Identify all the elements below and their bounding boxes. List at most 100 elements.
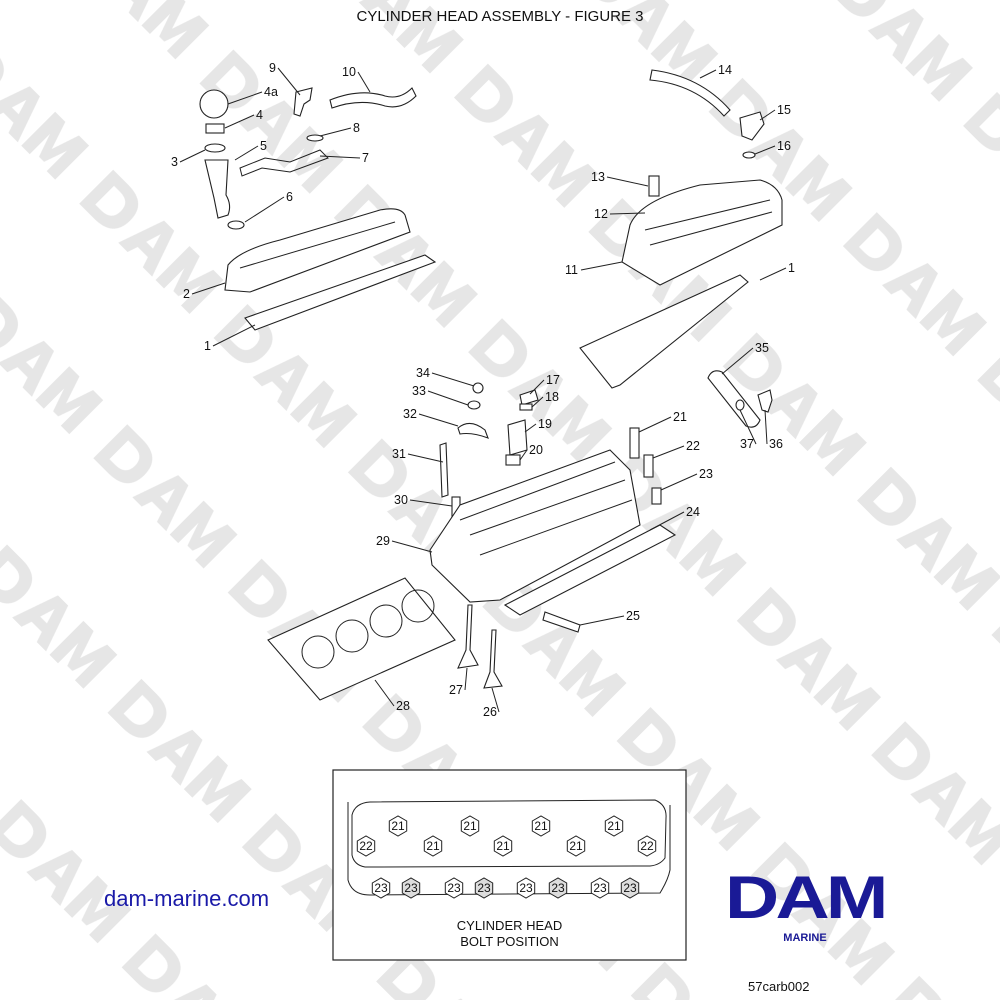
leader-line [759,109,776,121]
callout-4: 4 [224,108,263,129]
callout-7: 7 [319,151,369,165]
dam-marine-logo: DAM MARINE [712,868,898,945]
leader-line [754,145,776,155]
callout-4a: 4a [227,85,278,105]
bolt-hex-23: 23 [401,877,421,899]
callout-23: 23 [660,467,713,491]
callout-number: 18 [545,390,559,404]
bolt-number: 21 [463,819,477,833]
spring-19 [507,419,528,456]
bolt-13 [648,175,660,197]
callout-15: 15 [759,103,791,121]
callout-number: 36 [769,437,783,451]
valve-26 [483,629,503,689]
callout-9: 9 [269,61,301,96]
washer-37 [735,399,745,411]
callout-number: 27 [449,683,463,697]
bolt-hex-23: 23 [516,877,536,899]
leader-line [529,379,545,395]
callout-number: 19 [538,417,552,431]
bolt-22 [643,454,654,478]
bolt-hex-21: 21 [566,835,586,857]
callout-number: 4 [256,108,263,122]
callout-6: 6 [244,190,293,223]
hose-10 [329,87,417,109]
stud-36 [757,389,773,413]
leader-line [579,615,625,626]
callout-number: 20 [529,443,543,457]
callout-34: 34 [416,366,475,387]
leader-line [224,114,255,129]
leader-line [212,324,256,347]
callout-8: 8 [319,121,360,137]
callout-36: 36 [764,409,783,451]
leader-line [464,667,468,691]
leader-line [418,413,459,427]
retainer-17 [519,389,539,406]
callout-12: 12 [594,207,646,221]
nut-34 [472,382,484,394]
baffle-7 [239,149,329,177]
callout-number: 9 [269,61,276,75]
callout-number: 21 [673,410,687,424]
bolt-number: 23 [551,881,565,895]
leader-line [409,499,453,507]
callout-number: 17 [546,373,560,387]
callout-number: 30 [394,493,408,507]
grommet-6 [227,220,245,230]
callout-number: 7 [362,151,369,165]
bolt-hex-21: 21 [460,815,480,837]
bolt-hex-22: 22 [356,835,376,857]
inset-caption-line2: BOLT POSITION [460,934,559,949]
seal-20 [505,454,521,466]
elbow-9 [293,87,313,117]
callout-16: 16 [754,139,791,155]
bolt-hex-22: 22 [637,835,657,857]
callout-number: 11 [565,263,578,277]
callout-17: 17 [529,373,560,395]
callout-21: 21 [638,410,687,433]
callout-number: 10 [342,65,356,79]
callout-30: 30 [394,493,453,507]
callout-2: 2 [183,282,226,301]
bolt-hex-23: 23 [620,877,640,899]
leader-line [407,453,444,463]
website-link[interactable]: dam-marine.com [104,886,270,911]
pushrod-31 [439,442,449,498]
bolt-hex-21: 21 [423,835,443,857]
bolt-hex-21: 21 [531,815,551,837]
bolt-number: 21 [607,819,621,833]
gasket-24 [503,524,677,616]
callout-number: 14 [718,63,732,77]
leader-line [357,71,371,93]
bolt-number: 23 [477,881,491,895]
leader-line [319,127,352,137]
callout-number: 34 [416,366,430,380]
figure-code: 57carb002 [748,979,810,994]
valve-cover-2 [224,208,411,293]
logo-subtitle: MARINE [783,932,827,944]
hose-14 [649,69,731,117]
leader-line [191,282,226,295]
key-18 [519,403,533,411]
gasket-1-left [244,254,437,331]
callout-number: 31 [392,447,406,461]
callout-35: 35 [721,341,769,375]
bolt-number: 23 [519,881,533,895]
leader-line [179,149,206,163]
leader-line [374,679,395,707]
page-title: CYLINDER HEAD ASSEMBLY - FIGURE 3 [356,8,644,25]
bolt-hex-21: 21 [604,815,624,837]
leader-line [609,212,646,215]
callout-number: 5 [260,139,267,153]
bolt-number: 22 [640,839,654,853]
bolt-number: 23 [623,881,637,895]
parts-drawing [199,69,783,701]
leader-line [234,145,259,161]
callout-number: 4a [264,85,278,99]
leader-line [391,540,433,553]
callout-number: 24 [686,505,700,519]
leader-line [699,69,717,79]
callout-number: 29 [376,534,390,548]
